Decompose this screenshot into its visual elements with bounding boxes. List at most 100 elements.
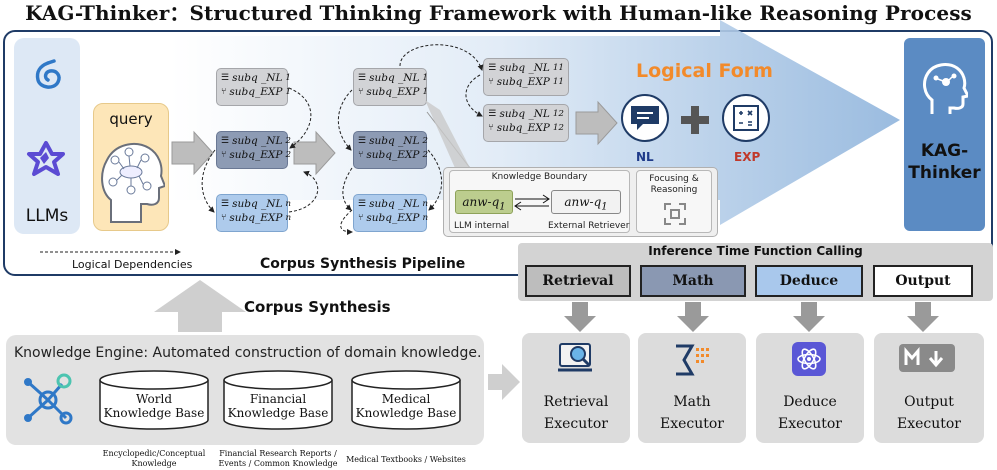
- subq-exp: subq_EXP: [229, 149, 283, 161]
- subscript: n: [285, 213, 292, 223]
- focusing-reasoning-label: Focusing & Reasoning: [649, 174, 699, 195]
- logical-dependency-arrows: [40, 44, 484, 255]
- subq-nl: subq _NL: [499, 108, 550, 120]
- subq-exp: subq_EXP: [366, 86, 420, 98]
- subscript: n: [285, 199, 292, 209]
- exp-label: EXP: [734, 150, 761, 164]
- world-kb-cylinder: [99, 370, 209, 430]
- executor-line2: Executor: [543, 416, 608, 432]
- llm-star-icon: [27, 141, 65, 176]
- subq-exp: subq_EXP: [229, 86, 283, 98]
- medical-kb-cylinder: [351, 370, 461, 430]
- tab-output: Output: [873, 265, 973, 297]
- subscript: 2: [285, 150, 292, 160]
- subq-nl: subq _NL: [369, 72, 420, 84]
- kb-type: Knowledge Base: [103, 406, 205, 420]
- logical-form-label: Logical Form: [636, 60, 773, 82]
- source-line: Knowledge: [131, 459, 177, 468]
- subscript: 12: [552, 123, 564, 133]
- note-icon: ☰: [221, 199, 230, 209]
- knowledge-engine-label: Knowledge Engine: Automated construction…: [14, 345, 482, 361]
- subscript: 1: [422, 87, 429, 97]
- flow-arrow-3: [575, 100, 618, 146]
- focusing-reasoning-box: [636, 170, 712, 233]
- subq-exp: subq_EXP: [496, 76, 550, 88]
- subscript: n: [422, 199, 429, 209]
- source-line: Financial Research Reports /: [219, 449, 337, 458]
- medical-kb-source: Medical Textbooks / Websites: [346, 455, 466, 465]
- kag-thinker-label: KAG- Thinker: [908, 141, 981, 183]
- executor-line1: Math: [673, 394, 711, 410]
- subscript: 2: [422, 136, 428, 146]
- branch-icon: ⑂: [488, 123, 494, 133]
- plus-icon: [681, 106, 709, 134]
- branch-icon: ⑂: [358, 150, 364, 160]
- subscript: 1: [422, 73, 428, 83]
- answer-term: anw-q: [462, 195, 500, 209]
- note-icon: ☰: [221, 136, 230, 146]
- llm-internal-answer: anw-q1: [455, 190, 513, 214]
- branch-icon: ⑂: [221, 150, 227, 160]
- source-line: Events / Common Knowledge: [218, 459, 338, 468]
- branch-icon: ⑂: [221, 213, 227, 223]
- branch-icon: ⑂: [221, 87, 227, 97]
- tab-math: Math: [640, 265, 746, 297]
- external-retriever-caption: External Retriever: [548, 221, 630, 231]
- executor-line1: Deduce: [783, 394, 837, 410]
- financial-kb-source: Financial Research Reports /Events / Com…: [214, 449, 342, 469]
- subq-exp: subq_EXP: [366, 149, 420, 161]
- exp-circle: [722, 94, 770, 142]
- subscript: 1: [285, 87, 292, 97]
- knowledge-boundary-title: Knowledge Boundary: [491, 172, 588, 182]
- source-line: Medical Textbooks / Websites: [346, 455, 466, 464]
- knowledge-graph-icon: [24, 373, 73, 425]
- tab-retrieval: Retrieval: [525, 265, 631, 297]
- subq-exp: subq_EXP: [366, 212, 420, 224]
- branch-icon: ⑂: [488, 77, 494, 87]
- subscript: 12: [552, 109, 564, 119]
- subscript: 2: [285, 136, 291, 146]
- executor-line2: Executor: [659, 416, 724, 432]
- chat-bubble-icon: [631, 106, 659, 130]
- subscript: 1: [601, 201, 608, 213]
- subscript: 11: [552, 77, 564, 87]
- executor-line2: Executor: [896, 416, 961, 432]
- subq-nl: subq _NL: [369, 135, 420, 147]
- subq-nl: subq _NL: [232, 198, 283, 210]
- kb-name: Medical: [381, 392, 431, 406]
- branch-icon: ⑂: [358, 87, 364, 97]
- executor-line2: Executor: [777, 416, 842, 432]
- llm-swirl-icon: [35, 59, 61, 89]
- figure-title: KAG-Thinker：Structured Thinking Framewor…: [25, 1, 972, 25]
- head-brain-icon: [923, 63, 968, 114]
- kag-thinker-box: [904, 38, 985, 231]
- financial-kb-cylinder: [223, 370, 333, 430]
- executor-line1: Output: [904, 394, 954, 410]
- corpus-synthesis-pipeline-label: Corpus Synthesis Pipeline: [260, 256, 466, 272]
- bidirectional-arrows: [514, 194, 550, 211]
- kb-type: Knowledge Base: [227, 406, 329, 420]
- flow-arrow-2: [293, 130, 336, 176]
- branch-icon: ⑂: [358, 213, 364, 223]
- subscript: 2: [422, 150, 429, 160]
- subq-nl: subq _NL: [499, 62, 550, 74]
- llm-internal-caption: LLM internal: [454, 221, 510, 231]
- head-thinking-icon: [101, 143, 165, 223]
- focus-icon: [664, 203, 686, 225]
- deduce-atom-icon: [792, 342, 826, 376]
- retrieval-search-icon: [558, 343, 592, 372]
- subq-exp: subq_EXP: [496, 122, 550, 134]
- subscript: 11: [552, 63, 564, 73]
- subscript: n: [422, 213, 429, 223]
- llms-label: LLMs: [25, 206, 69, 226]
- executor-down-arrows: [564, 302, 939, 332]
- math-expression-icon: [733, 105, 759, 131]
